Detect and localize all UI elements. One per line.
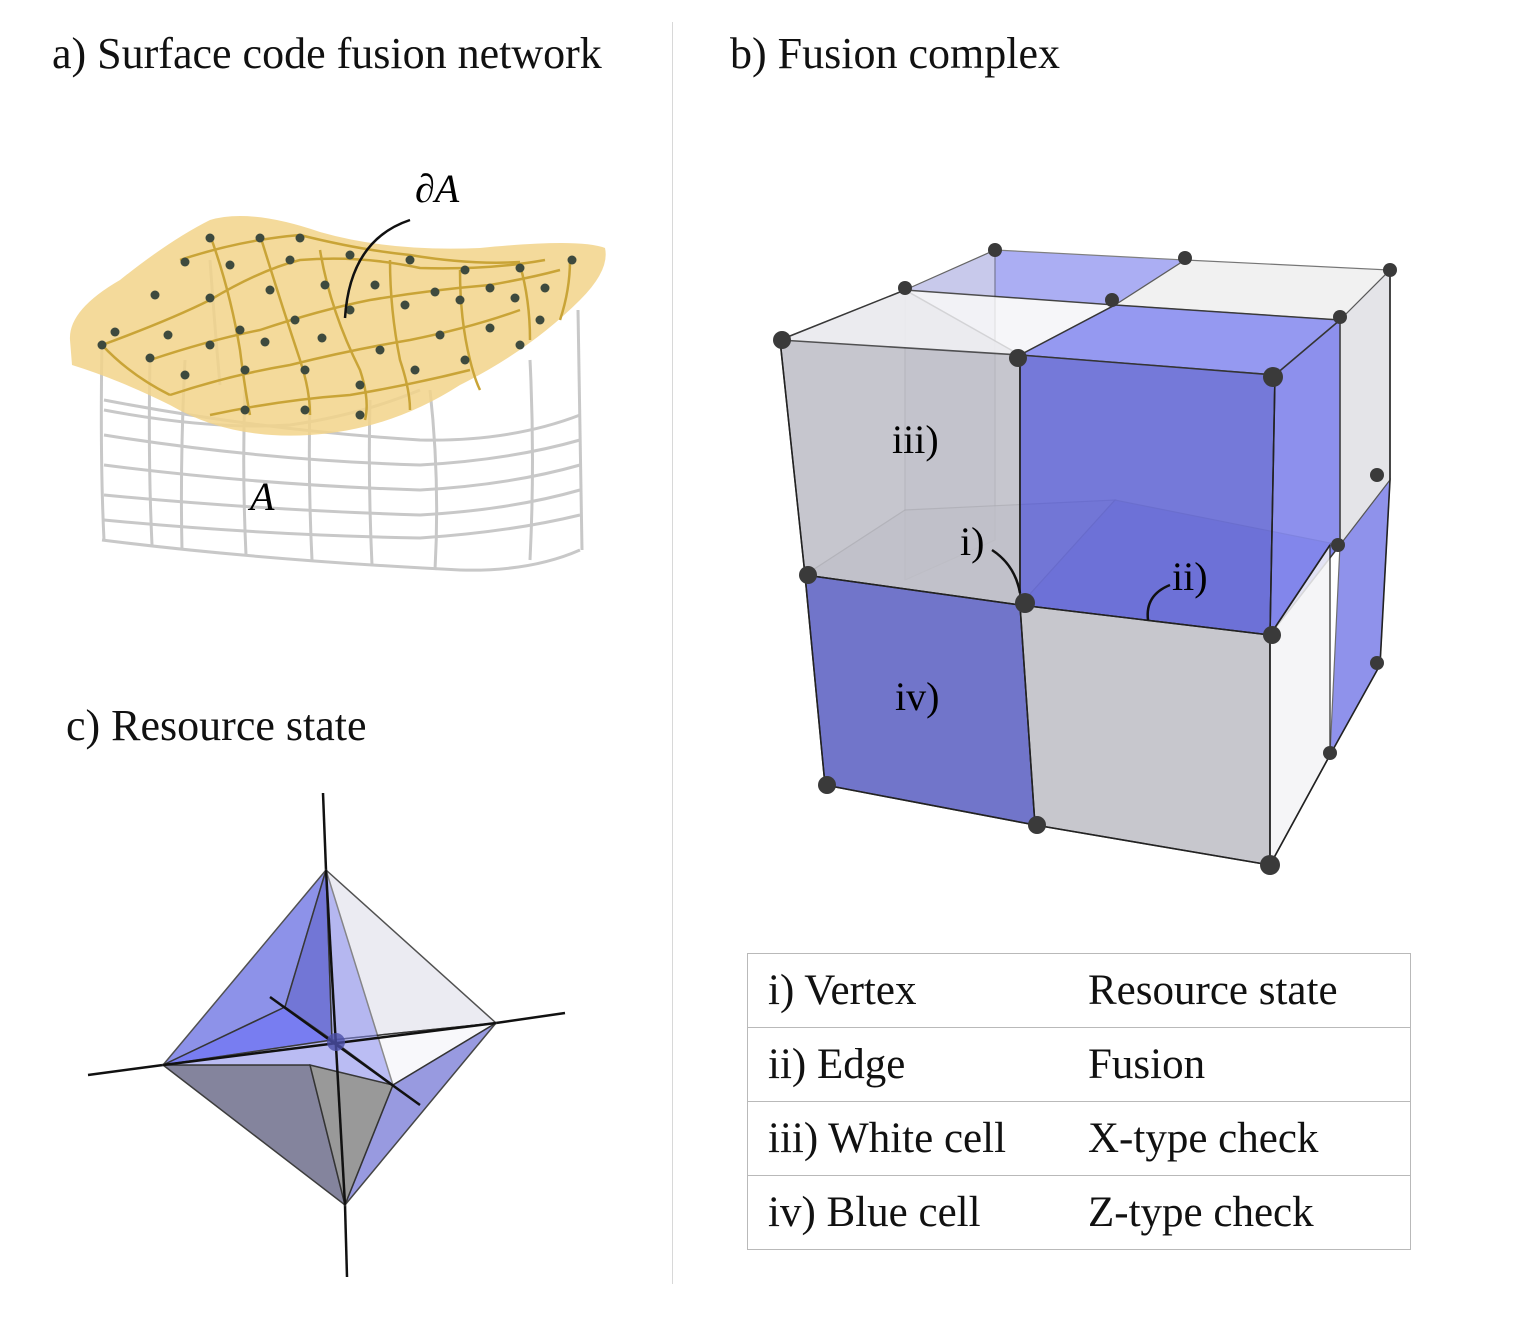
- boundary-nodes: [97, 233, 577, 420]
- octahedron-faces: [160, 868, 498, 1208]
- boundary-label: ∂A: [415, 166, 460, 211]
- vertex-label: i): [960, 519, 984, 564]
- boundary-network: [101, 233, 572, 421]
- vertices: [773, 243, 1397, 875]
- panel-c-title: c) Resource state: [66, 701, 367, 750]
- bulk-label: A: [247, 474, 275, 519]
- boundary-surface: [69, 216, 606, 436]
- white-cell-label: iii): [892, 417, 939, 462]
- vertex-pointer: [991, 548, 1022, 594]
- legend-meaning: X-type check: [1078, 1101, 1411, 1176]
- legend-element: ii) Edge: [747, 1027, 1078, 1102]
- panel-divider: [672, 22, 673, 1284]
- blue-cell-label: iv): [895, 674, 939, 719]
- legend-meaning: Resource state: [1078, 953, 1411, 1028]
- legend-meaning: Z-type check: [1078, 1175, 1411, 1250]
- legend-table: i) Vertex Resource state ii) Edge Fusion…: [747, 953, 1411, 1250]
- fusion-complex: iii) i) ii) iv): [773, 243, 1397, 875]
- surface-code-sketch: ∂A A: [69, 166, 606, 572]
- resource-state-octahedron: [87, 792, 566, 1278]
- edge-pointer: [1146, 583, 1171, 621]
- legend-row: iii) White cell X-type check: [747, 1101, 1411, 1176]
- legend-element: iv) Blue cell: [747, 1175, 1078, 1250]
- boundary-pointer: [343, 218, 411, 319]
- legend-meaning: Fusion: [1078, 1027, 1411, 1102]
- legend-row: ii) Edge Fusion: [747, 1027, 1411, 1102]
- legend-row: i) Vertex Resource state: [747, 953, 1411, 1028]
- panel-a-title: a) Surface code fusion network: [52, 29, 602, 78]
- panel-b-title: b) Fusion complex: [730, 29, 1060, 78]
- octahedron-axes-back: [87, 792, 566, 1278]
- center-node: [327, 1033, 345, 1051]
- legend-row: iv) Blue cell Z-type check: [747, 1175, 1411, 1250]
- edge-label: ii): [1172, 554, 1208, 599]
- white-cell: [779, 289, 1118, 606]
- legend-element: iii) White cell: [747, 1101, 1078, 1176]
- legend-element: i) Vertex: [747, 953, 1078, 1028]
